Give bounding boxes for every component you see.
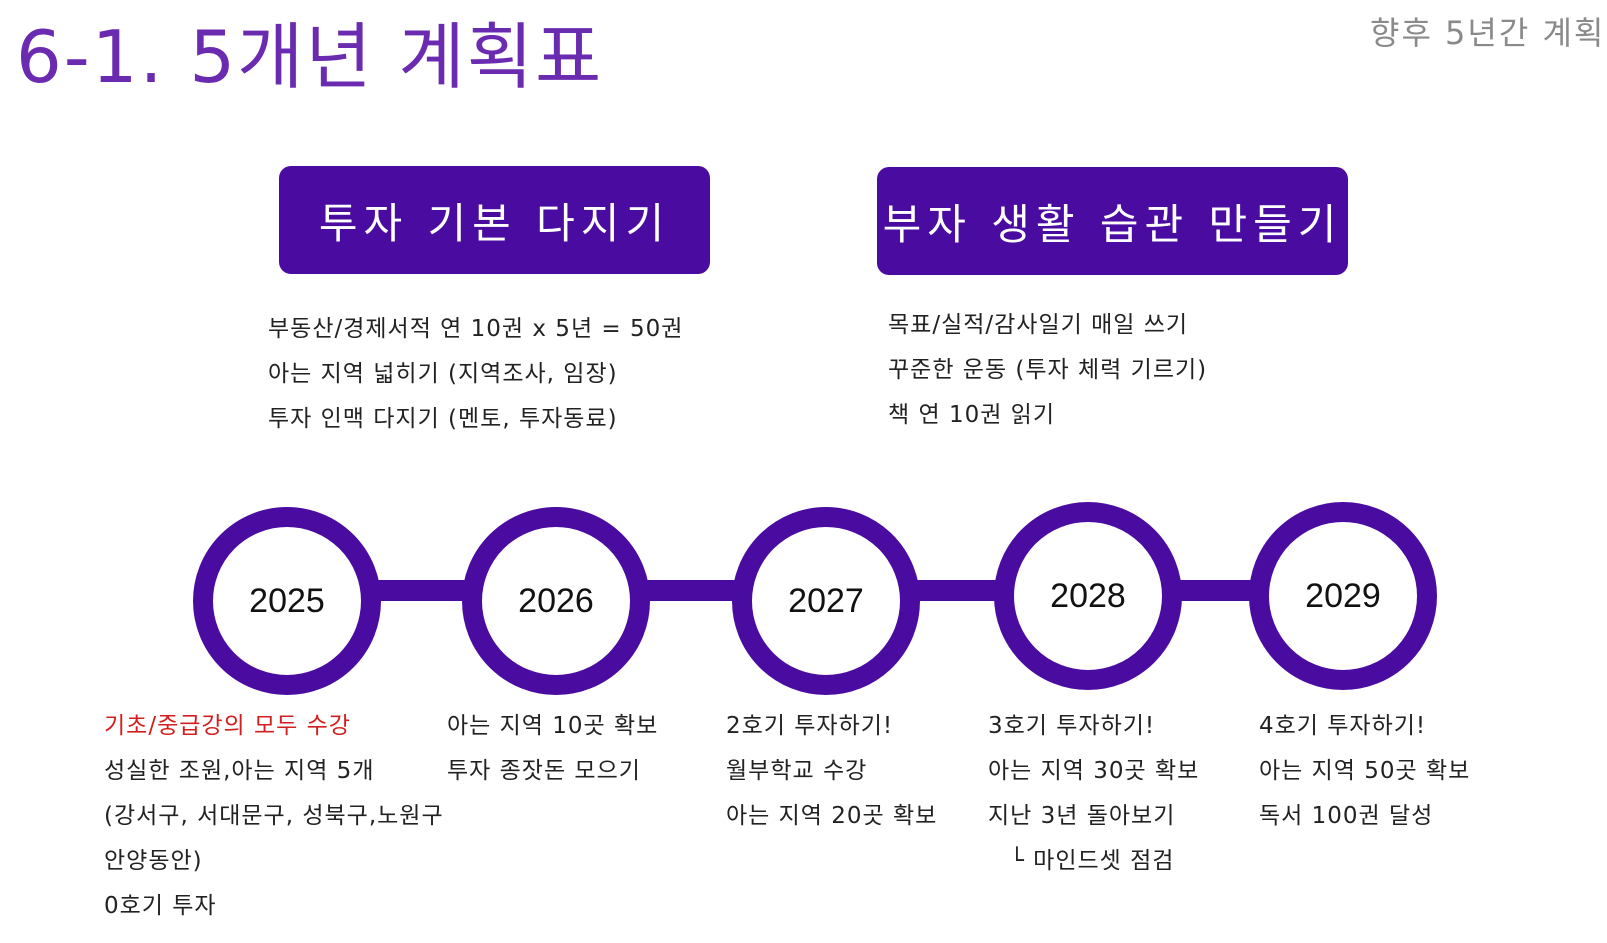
year-label: 2029 [1305, 576, 1381, 615]
goal-title: 투자 기본 다지기 [318, 198, 671, 248]
list-item: 2호기 투자하기! [726, 713, 894, 739]
year-label: 2028 [1050, 576, 1126, 615]
year-circle-2028: 2028 [994, 502, 1182, 690]
list-item: └ 마인드셋 점검 [1010, 848, 1175, 874]
page-title: 6-1. 5개년 계획표 [16, 15, 604, 99]
list-item: 아는 지역 20곳 확보 [726, 803, 938, 829]
list-item: 월부학교 수강 [726, 758, 868, 784]
list-item: 투자 인맥 다지기 (멘토, 투자동료) [268, 406, 618, 432]
list-item: 안양동안) [104, 848, 203, 874]
list-item: (강서구, 서대문구, 성북구,노원구 [104, 803, 444, 829]
year-list-2028: 3호기 투자하기! 아는 지역 30곳 확보 지난 3년 돌아보기 └ 마인드셋… [988, 704, 1199, 884]
list-item: 꾸준한 운동 (투자 체력 기르기) [888, 357, 1208, 383]
year-list-2025: 기초/중급강의 모두 수강 성실한 조원,아는 지역 5개 (강서구, 서대문구… [104, 704, 444, 929]
year-label: 2026 [518, 581, 594, 620]
list-item: 투자 종잣돈 모으기 [447, 758, 641, 784]
year-list-2029: 4호기 투자하기! 아는 지역 50곳 확보 독서 100권 달성 [1259, 704, 1470, 839]
timeline-connector [900, 580, 1020, 601]
goal-box-rich-habits: 부자 생활 습관 만들기 [877, 167, 1348, 275]
list-item: 부동산/경제서적 연 10권 x 5년 = 50권 [268, 316, 684, 342]
list-item: 아는 지역 10곳 확보 [447, 713, 659, 739]
year-circle-2027: 2027 [732, 507, 920, 695]
list-item: 아는 지역 50곳 확보 [1259, 758, 1471, 784]
list-item: 목표/실적/감사일기 매일 쓰기 [888, 312, 1189, 338]
timeline-connector [630, 580, 750, 601]
year-label: 2027 [788, 581, 864, 620]
goal-box-investment-basics: 투자 기본 다지기 [279, 166, 710, 274]
year-circle-2029: 2029 [1249, 502, 1437, 690]
year-list-2026: 아는 지역 10곳 확보 투자 종잣돈 모으기 [447, 704, 658, 794]
list-item: 지난 3년 돌아보기 [988, 803, 1176, 829]
year-circle-2026: 2026 [462, 507, 650, 695]
year-label: 2025 [249, 581, 325, 620]
list-item: 3호기 투자하기! [988, 713, 1156, 739]
list-item: 0호기 투자 [104, 893, 217, 919]
list-item: 성실한 조원,아는 지역 5개 [104, 758, 375, 784]
goal-title: 부자 생활 습관 만들기 [882, 199, 1343, 249]
year-circle-2025: 2025 [193, 507, 381, 695]
list-item: 아는 지역 넓히기 (지역조사, 임장) [268, 361, 618, 387]
goal-list-rich-habits: 목표/실적/감사일기 매일 쓰기 꾸준한 운동 (투자 체력 기르기) 책 연 … [888, 303, 1207, 438]
list-item-highlight: 기초/중급강의 모두 수강 [104, 713, 351, 739]
year-list-2027: 2호기 투자하기! 월부학교 수강 아는 지역 20곳 확보 [726, 704, 937, 839]
list-item: 아는 지역 30곳 확보 [988, 758, 1200, 784]
list-item: 독서 100권 달성 [1259, 803, 1434, 829]
goal-list-investment-basics: 부동산/경제서적 연 10권 x 5년 = 50권 아는 지역 넓히기 (지역조… [268, 307, 683, 442]
list-item: 책 연 10권 읽기 [888, 402, 1055, 428]
list-item: 4호기 투자하기! [1259, 713, 1427, 739]
page-subtitle: 향후 5년간 계획 [1370, 14, 1606, 52]
timeline-connector [360, 580, 480, 601]
